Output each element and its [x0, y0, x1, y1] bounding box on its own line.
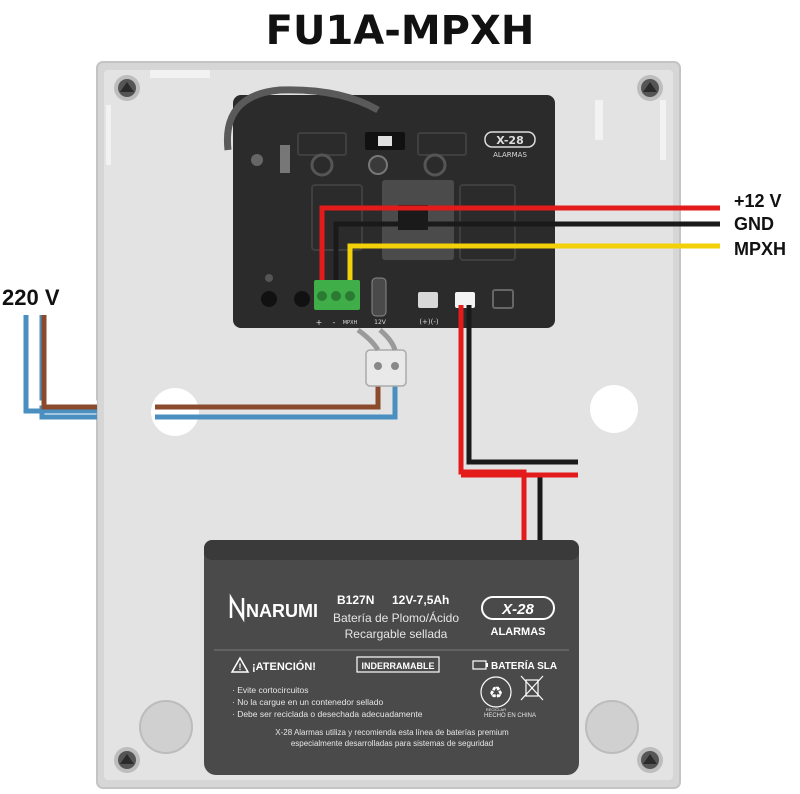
battery-warning-title: ¡ATENCIÓN!	[252, 660, 316, 673]
svg-text:♻: ♻	[489, 685, 503, 702]
screw-top-right-icon	[637, 75, 663, 101]
battery-footer-line2: especialmente desarrolladas para sistema…	[291, 739, 493, 748]
recycle-icon: ♻	[480, 676, 512, 708]
mount-boss-left	[139, 700, 193, 754]
pcb-x28-logo: X-28 ALARMAS	[484, 131, 536, 159]
svg-text:NARUMI: NARUMI	[246, 601, 318, 621]
battery-rating: 12V-7,5Ah	[392, 593, 449, 607]
recycle-text: RECICLAR	[486, 707, 506, 712]
battery-unspillable: INDERRAMABLE	[362, 661, 435, 671]
diagram-title: FU1A-MPXH	[266, 8, 535, 54]
battery-footer-line1: X-28 Alarmas utiliza y recomienda esta l…	[275, 728, 509, 737]
narumi-logo: NARUMI	[229, 593, 318, 623]
battery-model: B127N	[337, 593, 374, 607]
pcb-board: X-28 ALARMAS + - MPXH 12V (+)(-)	[223, 86, 555, 328]
battery-x28-logo: X-28 ALARMAS	[481, 596, 555, 638]
battery-warning-2: · No la cargue en un contenedor sellado	[232, 697, 383, 707]
output-wires	[319, 205, 720, 290]
mains-terminal-block	[356, 327, 407, 387]
mpxh-label: MPXH	[734, 239, 786, 259]
battery: NARUMI B127N 12V-7,5Ah Batería de Plomo/…	[204, 540, 579, 775]
screw-bottom-left-icon	[114, 747, 140, 773]
plus12-label: +12 V	[734, 191, 782, 211]
svg-text:ALARMAS: ALARMAS	[493, 151, 527, 159]
battery-made-in: HECHO EN CHINA	[484, 713, 536, 719]
warning-triangle-icon: !	[230, 656, 250, 673]
svg-text:X-28: X-28	[501, 601, 534, 618]
pcb-terminal-mpxh-label: MPXH	[343, 320, 358, 326]
pcb-connector-label: (+)(-)	[419, 318, 439, 326]
screw-bottom-right-icon	[637, 747, 663, 773]
battery-warning-3: · Debe ser reciclada o desechada adecuad…	[232, 709, 423, 719]
svg-text:X-28: X-28	[496, 134, 523, 147]
gnd-label: GND	[734, 214, 774, 234]
battery-warning-1: · Evite cortocircuitos	[232, 685, 309, 695]
battery-icon	[472, 660, 488, 670]
svg-text:ALARMAS: ALARMAS	[491, 626, 546, 638]
battery-type-line1: Batería de Plomo/Ácido	[333, 610, 459, 625]
pcb-fuse-label: 12V	[374, 319, 387, 326]
mains-label: 220 V	[2, 285, 60, 310]
mount-boss-right	[585, 700, 639, 754]
pcb-terminal-minus-label: -	[333, 318, 336, 327]
battery-sla-type: BATERÍA SLA	[491, 659, 557, 672]
crossed-bin-icon	[520, 675, 544, 701]
screw-top-left-icon	[114, 75, 140, 101]
cable-hole-left	[151, 388, 199, 436]
output-terminal-block	[314, 280, 360, 310]
svg-text:!: !	[239, 662, 242, 672]
cable-hole-right	[590, 385, 638, 433]
pcb-terminal-plus-label: +	[316, 318, 323, 327]
battery-type-line2: Recargable sellada	[345, 627, 448, 641]
battery-leads	[458, 305, 578, 545]
